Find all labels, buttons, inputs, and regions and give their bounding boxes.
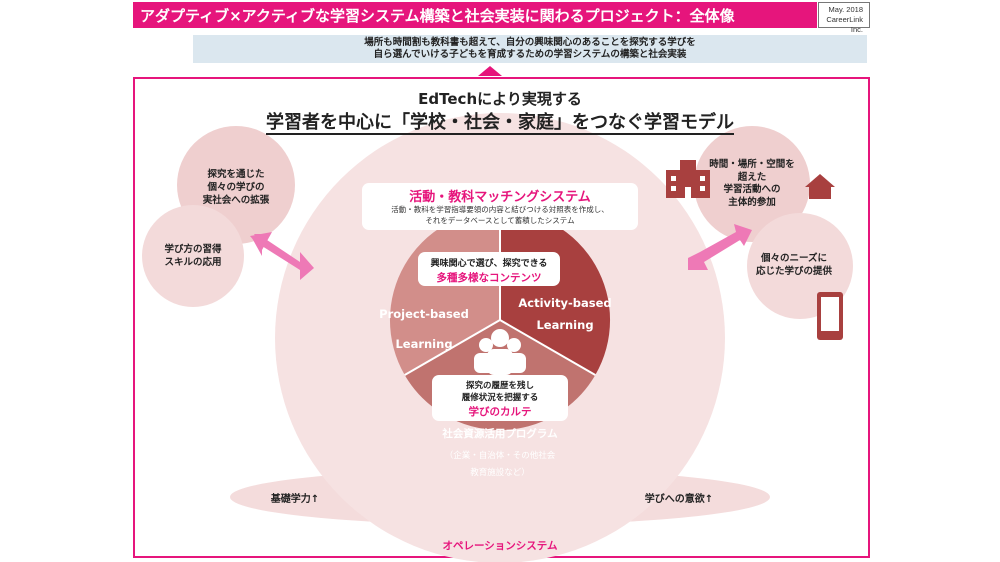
right-bubble-2-text: 個々のニーズに 応じた学びの提供 xyxy=(755,253,832,277)
social-program-title: 社会資源活用プログラム xyxy=(442,428,558,440)
date-box: May. 2018 CareerLink Inc. xyxy=(818,2,870,34)
title-bar xyxy=(133,2,817,28)
double-arrow-icon-right xyxy=(688,224,752,270)
model-subtitle: 学習者を中心に「学校・社会・家庭」をつなぐ学習モデル xyxy=(0,108,1000,135)
contents-box: 興味関心で選び、探究できる 多種多様なコンテンツ xyxy=(418,252,560,286)
model-subtitle-text: 学習者を中心に「学校・社会・家庭」をつなぐ学習モデル xyxy=(266,112,734,135)
right-bubble-1 xyxy=(694,126,810,242)
matching-system-desc-2: それをデータベースとして蓄積したシステム xyxy=(425,216,575,225)
house-icon xyxy=(805,174,835,199)
up-triangle xyxy=(478,66,502,76)
operation-system-label: オペレーションシステム xyxy=(442,540,558,552)
right-bubble-1-text: 時間・場所・空間を 超えた 学習活動への 主体的参加 xyxy=(709,159,795,208)
pbl-label: Project-based Learning xyxy=(379,307,469,351)
matching-system-desc-1: 活動・教科を学習指導要領の内容と結びつける対照表を作成し、 xyxy=(391,205,609,214)
date-text: May. 2018 xyxy=(828,5,863,14)
matching-system-box: 活動・教科マッチングシステム 活動・教科を学習指導要領の内容と結びつける対照表を… xyxy=(362,183,638,230)
left-bubble-2 xyxy=(142,205,244,307)
karte-line-1: 探究の履歴を残し xyxy=(465,381,534,391)
motivation-label: 学びへの意欲↑ xyxy=(644,494,714,505)
school-icon xyxy=(666,160,710,198)
people-icon xyxy=(474,329,526,375)
contents-line-2: 多種多様なコンテンツ xyxy=(436,272,542,284)
page-title: アダプティブ×アクティブな学習システム構築と社会実装に関わるプロジェクト：全体像 xyxy=(140,7,735,25)
segment-pbl xyxy=(389,209,500,375)
karte-line-3: 学びのカルテ xyxy=(468,406,532,418)
segment-abl xyxy=(500,209,611,375)
model-title: EdTechにより実現する xyxy=(418,90,582,108)
karte-box: 探究の履歴を残し 履修状況を把握する 学びのカルテ xyxy=(432,375,568,421)
goal-line-1: 場所も時間割も教科書も超えて、自分の興味関心のあることを探究する学びを xyxy=(364,37,696,48)
smartphone-icon xyxy=(817,292,843,340)
abl-label: Activity-based Learning xyxy=(518,296,612,332)
social-program-line-1: （企業・自治体・その他社会 xyxy=(444,451,556,461)
basic-skills-label: 基礎学力↑ xyxy=(270,494,320,505)
goal-line-2: 自ら選んでいける子どもを育成するための学習システムの構築と社会実装 xyxy=(373,49,687,60)
left-bubble-1-text: 探究を通じた 個々の学びの 実社会への拡張 xyxy=(202,169,270,206)
karte-line-2: 履修状況を把握する xyxy=(461,393,539,403)
goal-box: 場所も時間割も教科書も超えて、自分の興味関心のあることを探究する学びを 自ら選ん… xyxy=(193,35,867,63)
double-arrow-icon-left-head xyxy=(250,232,272,250)
social-program-line-2: 教育施設など） xyxy=(470,468,530,478)
matching-system-title: 活動・教科マッチングシステム xyxy=(409,190,591,205)
contents-line-1: 興味関心で選び、探究できる xyxy=(430,259,548,269)
left-bubble-2-text: 学び方の習得 スキルの応用 xyxy=(164,244,222,268)
org-text: CareerLink Inc. xyxy=(826,15,863,34)
